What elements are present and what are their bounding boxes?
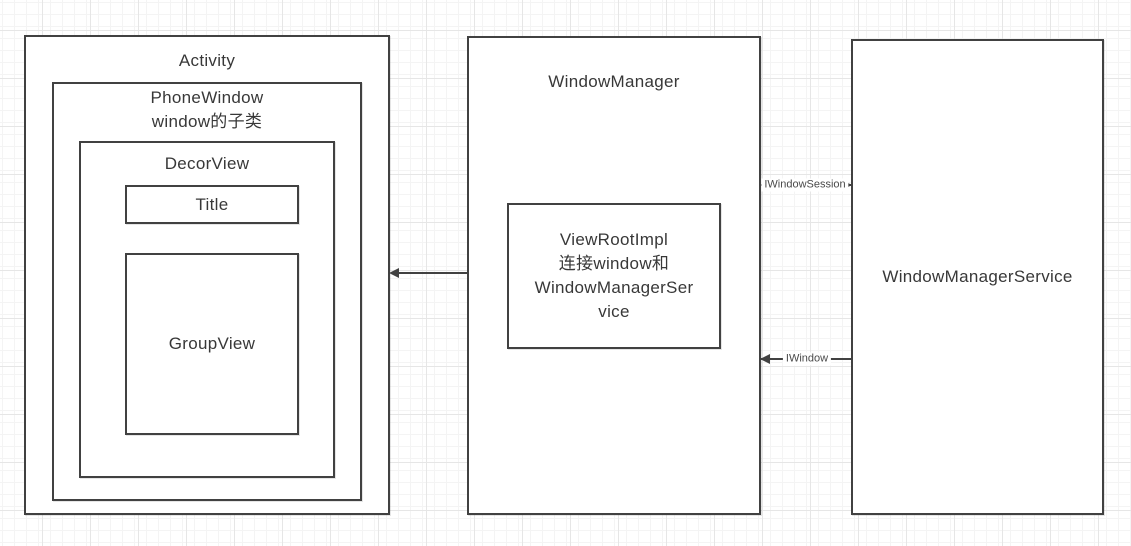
connector-wm-to-activity-line	[393, 272, 467, 274]
node-title: Title	[125, 185, 299, 224]
arrowhead-left-icon	[389, 268, 399, 278]
node-title-label: Title	[195, 194, 229, 214]
node-phone-window-label: PhoneWindow window的子类	[150, 88, 264, 131]
node-activity-label: Activity	[178, 51, 236, 70]
node-window-manager-service: WindowManagerService	[851, 39, 1104, 515]
arrowhead-left-icon	[760, 354, 770, 364]
node-window-manager-service-label: WindowManagerService	[882, 267, 1073, 286]
node-view-root-impl: ViewRootImpl 连接window和 WindowManagerSer …	[507, 203, 721, 349]
node-view-root-impl-label: ViewRootImpl 连接window和 WindowManagerSer …	[534, 230, 694, 321]
connector-iwindowsession-label: IWindowSession	[761, 178, 849, 192]
node-group-view: GroupView	[125, 253, 299, 435]
connector-iwindow-label: IWindow	[782, 352, 832, 366]
node-window-manager-label: WindowManager	[548, 72, 680, 91]
node-group-view-label: GroupView	[168, 334, 256, 353]
node-decor-view-label: DecorView	[164, 154, 250, 173]
